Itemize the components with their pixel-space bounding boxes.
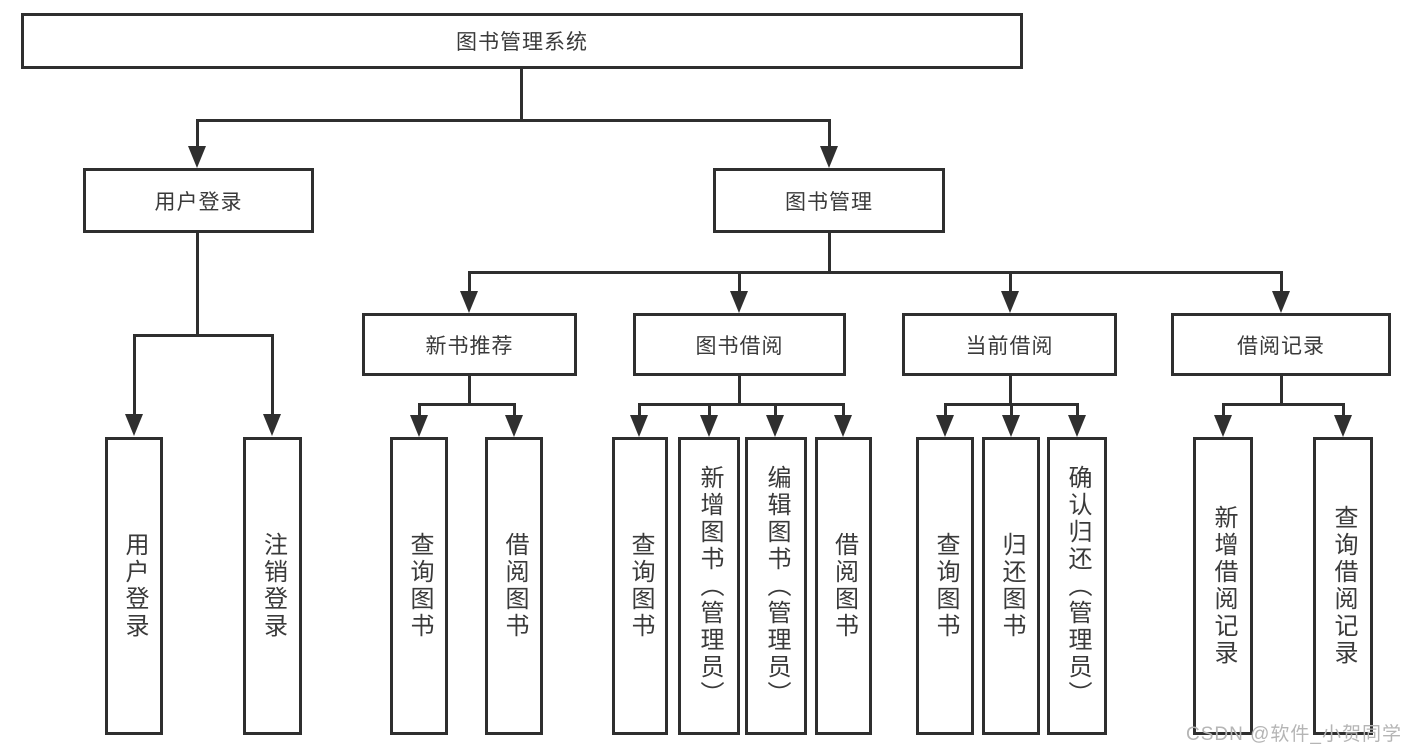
arrowhead-nb1	[410, 415, 428, 437]
connector-drop-leaf-login	[133, 334, 136, 414]
connector-drop-bookborrow	[738, 271, 741, 291]
connector-drop-br2	[1342, 403, 1345, 415]
leaf-query-books-1: 查询图书	[390, 437, 448, 735]
connector-drop-bb2	[708, 403, 711, 415]
connector-drop-nb1	[418, 403, 421, 415]
connector-level1-hbar	[196, 119, 831, 122]
arrowhead-currentborrow	[1001, 291, 1019, 313]
leaf-borrow-books-1: 借阅图书	[485, 437, 543, 735]
connector-userlogin-hbar	[133, 334, 274, 337]
connector-bookborrow-hbar	[638, 403, 845, 406]
connector-drop-user-login	[196, 119, 199, 146]
connector-level3-hbar	[468, 271, 1283, 274]
arrowhead-bb2	[700, 415, 718, 437]
arrowhead-leaf-logout	[263, 414, 281, 436]
arrowhead-leaf-login	[125, 414, 143, 436]
arrowhead-bb1	[630, 415, 648, 437]
connector-bookborrow-stem	[738, 376, 741, 406]
connector-drop-book-mgmt	[828, 119, 831, 146]
node-book-borrow: 图书借阅	[633, 313, 846, 376]
leaf-borrow-books-2: 借阅图书	[815, 437, 872, 735]
connector-drop-cb1	[944, 403, 947, 415]
leaf-query-books-2: 查询图书	[612, 437, 668, 735]
leaf-query-borrow-record: 查询借阅记录	[1313, 437, 1373, 735]
arrowhead-borrowrecords	[1272, 291, 1290, 313]
arrowhead-bookborrow	[730, 291, 748, 313]
arrowhead-cb2	[1002, 415, 1020, 437]
connector-drop-bb4	[842, 403, 845, 415]
leaf-add-books-admin: 新增图书（管理员）	[678, 437, 740, 735]
connector-drop-borrowrecords	[1280, 271, 1283, 291]
leaf-logout: 注销登录	[243, 437, 302, 735]
arrowhead-cb3	[1068, 415, 1086, 437]
connector-currentborrow-stem	[1009, 376, 1012, 406]
connector-drop-cb2	[1010, 403, 1013, 415]
connector-borrowrecords-stem	[1280, 376, 1283, 406]
connector-drop-bb3	[774, 403, 777, 415]
connector-drop-cb3	[1076, 403, 1079, 415]
arrowhead-cb1	[936, 415, 954, 437]
arrowhead-br2	[1334, 415, 1352, 437]
arrowhead-book-mgmt	[820, 146, 838, 168]
leaf-confirm-return-admin: 确认归还（管理员）	[1047, 437, 1107, 735]
connector-drop-newbook	[468, 271, 471, 291]
leaf-edit-books-admin: 编辑图书（管理员）	[745, 437, 807, 735]
connector-userlogin-stem	[196, 233, 199, 337]
leaf-add-borrow-record: 新增借阅记录	[1193, 437, 1253, 735]
connector-root-stem	[520, 69, 523, 122]
connector-newbook-stem	[468, 376, 471, 406]
node-root-library-system: 图书管理系统	[21, 13, 1023, 69]
arrowhead-br1	[1214, 415, 1232, 437]
leaf-return-books: 归还图书	[982, 437, 1040, 735]
leaf-user-login: 用户登录	[105, 437, 163, 735]
arrowhead-bb3	[766, 415, 784, 437]
connector-drop-nb2	[513, 403, 516, 415]
connector-newbook-hbar	[418, 403, 516, 406]
node-user-login: 用户登录	[83, 168, 314, 233]
connector-drop-bb1	[638, 403, 641, 415]
connector-drop-br1	[1222, 403, 1225, 415]
connector-borrowrecords-hbar	[1222, 403, 1344, 406]
arrowhead-nb2	[505, 415, 523, 437]
node-book-management: 图书管理	[713, 168, 945, 233]
arrowhead-newbook	[460, 291, 478, 313]
node-new-book-recommend: 新书推荐	[362, 313, 577, 376]
connector-drop-currentborrow	[1009, 271, 1012, 291]
connector-drop-leaf-logout	[271, 334, 274, 414]
arrowhead-bb4	[834, 415, 852, 437]
csdn-watermark: CSDN @软件_小贺同学	[1186, 724, 1402, 745]
node-current-borrow: 当前借阅	[902, 313, 1117, 376]
connector-bookmgmt-stem	[828, 233, 831, 274]
arrowhead-user-login	[188, 146, 206, 168]
leaf-query-books-3: 查询图书	[916, 437, 974, 735]
node-borrow-records: 借阅记录	[1171, 313, 1391, 376]
